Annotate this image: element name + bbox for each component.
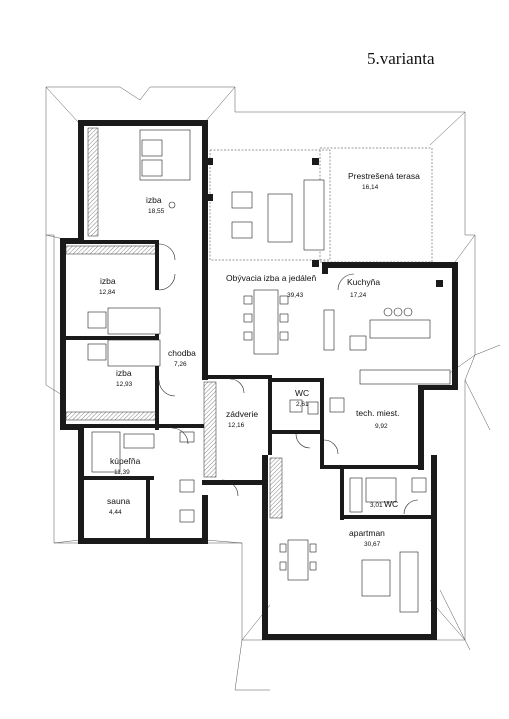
room-name: izba [100, 276, 116, 286]
room-area: 2,61 [296, 401, 309, 408]
room-area: 12,16 [228, 422, 245, 429]
room-name: tech. miest. [356, 408, 399, 418]
room-area: 4,44 [109, 509, 122, 516]
room-name: kúpeľňa [110, 456, 141, 466]
room-name: chodba [168, 348, 196, 358]
room-name: zádverie [226, 409, 258, 419]
room-name: izba [116, 368, 132, 378]
room-area: 16,14 [362, 184, 379, 191]
interior-walls [60, 240, 435, 538]
room-labels: izba 18,55 Prestrešená terasa 16,14 Obýv… [99, 171, 420, 548]
exterior-walls [60, 120, 458, 640]
room-area: 17,24 [350, 292, 367, 299]
bed-izba-top [139, 129, 191, 209]
room-area: 39,43 [287, 292, 304, 299]
bed-izba-left-2 [87, 339, 161, 367]
room-area: 12,93 [116, 381, 133, 388]
dining-table [243, 289, 289, 355]
room-name: WC [295, 388, 309, 398]
wc-fixtures [289, 397, 427, 513]
bed-izba-left-1 [87, 307, 161, 335]
room-name: Kuchyňa [347, 277, 380, 287]
roof-outline [45, 86, 501, 691]
room-name: WC [384, 499, 398, 509]
room-area: 30,67 [364, 541, 381, 548]
room-area: 9,92 [375, 423, 388, 430]
living-outline [209, 149, 331, 261]
doors [158, 243, 419, 515]
apartment-furniture [279, 539, 419, 613]
room-name: sauna [107, 496, 130, 506]
room-area: 12,84 [99, 289, 116, 296]
plan-title: 5.varianta [367, 49, 435, 68]
room-name: apartman [349, 528, 385, 538]
columns [206, 158, 443, 287]
terrace-outline [319, 147, 433, 263]
bathroom-fixtures [91, 431, 195, 523]
room-name: Prestrešená terasa [348, 171, 420, 181]
kitchen-counters [323, 307, 451, 385]
room-area: 11,39 [114, 469, 130, 476]
room-area: 7,26 [174, 361, 187, 368]
living-furniture [231, 179, 325, 251]
room-name: izba [146, 195, 162, 205]
room-area: 18,55 [148, 208, 165, 215]
room-area: 3,01 [370, 502, 383, 509]
wardrobes [65, 127, 283, 519]
room-name: Obývacia izba a jedáleň [226, 273, 317, 283]
